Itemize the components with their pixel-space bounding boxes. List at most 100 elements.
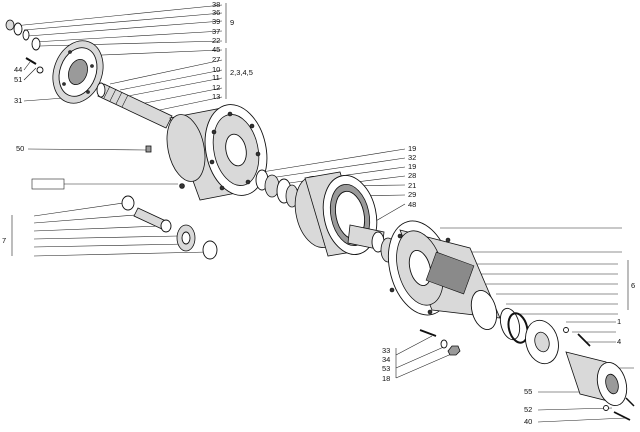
small-bolt <box>145 145 152 153</box>
bolt-hole <box>68 50 72 54</box>
stud-hole <box>211 129 217 135</box>
top-left-small-parts <box>5 19 41 51</box>
washer-part <box>13 22 23 36</box>
shaft-body <box>97 83 173 129</box>
small-plug <box>179 183 185 189</box>
leader-39 <box>27 20 223 37</box>
callout-10: 10 <box>212 65 220 74</box>
leader-18 <box>395 351 457 379</box>
housing-fins <box>425 251 475 295</box>
callout-22: 22 <box>212 36 220 45</box>
leader-53 <box>395 345 447 369</box>
oil-seal <box>499 307 521 341</box>
spline <box>121 94 129 108</box>
callout-39: 39 <box>212 17 220 26</box>
callout-13: 13 <box>212 92 220 101</box>
washer-34 <box>440 339 448 349</box>
callout-9: 9 <box>230 18 234 27</box>
washer-right <box>563 327 569 333</box>
housing-bolt <box>389 287 395 293</box>
callout-7: 7 <box>2 236 6 245</box>
cover-plate-hub <box>68 59 88 85</box>
leader-7c <box>33 225 161 232</box>
bolt-washer-parts <box>25 57 44 74</box>
bolt-part <box>25 57 37 65</box>
callout-37: 37 <box>212 27 220 36</box>
callout-53: 53 <box>382 364 390 373</box>
leader-40 <box>537 417 627 423</box>
callout-1: 1 <box>617 317 621 326</box>
planet-gear-bore <box>181 231 191 245</box>
callout-2345: 2,3,4,5 <box>230 68 253 77</box>
callout-55: 55 <box>524 387 532 396</box>
leader-7b <box>33 213 149 224</box>
bolt-33 <box>419 329 437 337</box>
callout-28: 28 <box>408 171 416 180</box>
leader-27 <box>109 59 223 85</box>
spline <box>115 91 123 105</box>
stud-hole <box>219 185 225 191</box>
callout-27: 27 <box>212 55 220 64</box>
leader-7e <box>33 243 187 248</box>
small-fasteners <box>419 327 635 421</box>
leader-7d <box>33 235 179 240</box>
callout-51: 51 <box>14 75 22 84</box>
leader-31 <box>23 97 65 102</box>
end-yoke <box>565 351 628 407</box>
final-drive-housing <box>388 220 501 331</box>
bolt-yoke <box>625 397 635 407</box>
callout-52: 52 <box>524 405 532 414</box>
callout-21: 21 <box>408 181 416 190</box>
callout-34: 34 <box>382 355 390 364</box>
callout-48: 48 <box>408 200 416 209</box>
callout-labels: 38 36 39 37 22 9 45 27 10 11 12 13 2,3,4… <box>2 0 635 426</box>
callout-50: 50 <box>16 144 24 153</box>
ring-gear-assembly <box>294 171 385 257</box>
nut-18 <box>447 345 461 356</box>
callout-31: 31 <box>14 96 22 105</box>
shaft-end <box>96 82 106 98</box>
leader-7a <box>33 201 131 217</box>
housing-bolt <box>445 237 451 243</box>
callout-33: 33 <box>382 346 390 355</box>
nut-part <box>5 19 15 31</box>
hub-center <box>225 133 247 167</box>
pin-ring <box>160 219 172 233</box>
o-ring <box>507 312 529 344</box>
leader-48 <box>373 203 406 223</box>
splined-shaft <box>96 82 173 129</box>
bolt-40 <box>613 411 631 421</box>
stud-hole <box>227 111 233 117</box>
housing-bolt <box>427 309 433 315</box>
bearing-rings <box>255 169 299 208</box>
leader-45 <box>77 49 223 57</box>
leader-12 <box>139 87 223 105</box>
callout-12: 12 <box>212 83 220 92</box>
leader-51 <box>23 67 37 81</box>
leader-13 <box>149 96 223 113</box>
small-washer-part <box>36 66 44 74</box>
housing-end <box>470 289 498 331</box>
output-flange <box>525 319 559 365</box>
washer-52 <box>603 405 609 411</box>
callout-29: 29 <box>408 190 416 199</box>
leader-10 <box>119 69 223 91</box>
leader-38 <box>13 4 223 27</box>
callout-18: 18 <box>382 374 390 383</box>
callout-32: 32 <box>408 153 416 162</box>
leader-22 <box>39 40 223 47</box>
bolt-hole <box>86 90 90 94</box>
flange-hub <box>534 331 550 353</box>
housing-bolt <box>397 233 403 239</box>
callout-19b: 19 <box>408 162 416 171</box>
stud-hole <box>245 179 251 185</box>
housing-bore <box>408 249 432 287</box>
bolt-50-part <box>145 145 152 153</box>
bolt-hole <box>62 82 66 86</box>
callout-38: 38 <box>212 0 220 9</box>
leader-44 <box>23 61 31 71</box>
gear-washer <box>202 240 218 260</box>
thrust-washer <box>121 195 135 211</box>
stud-hole <box>255 151 261 157</box>
